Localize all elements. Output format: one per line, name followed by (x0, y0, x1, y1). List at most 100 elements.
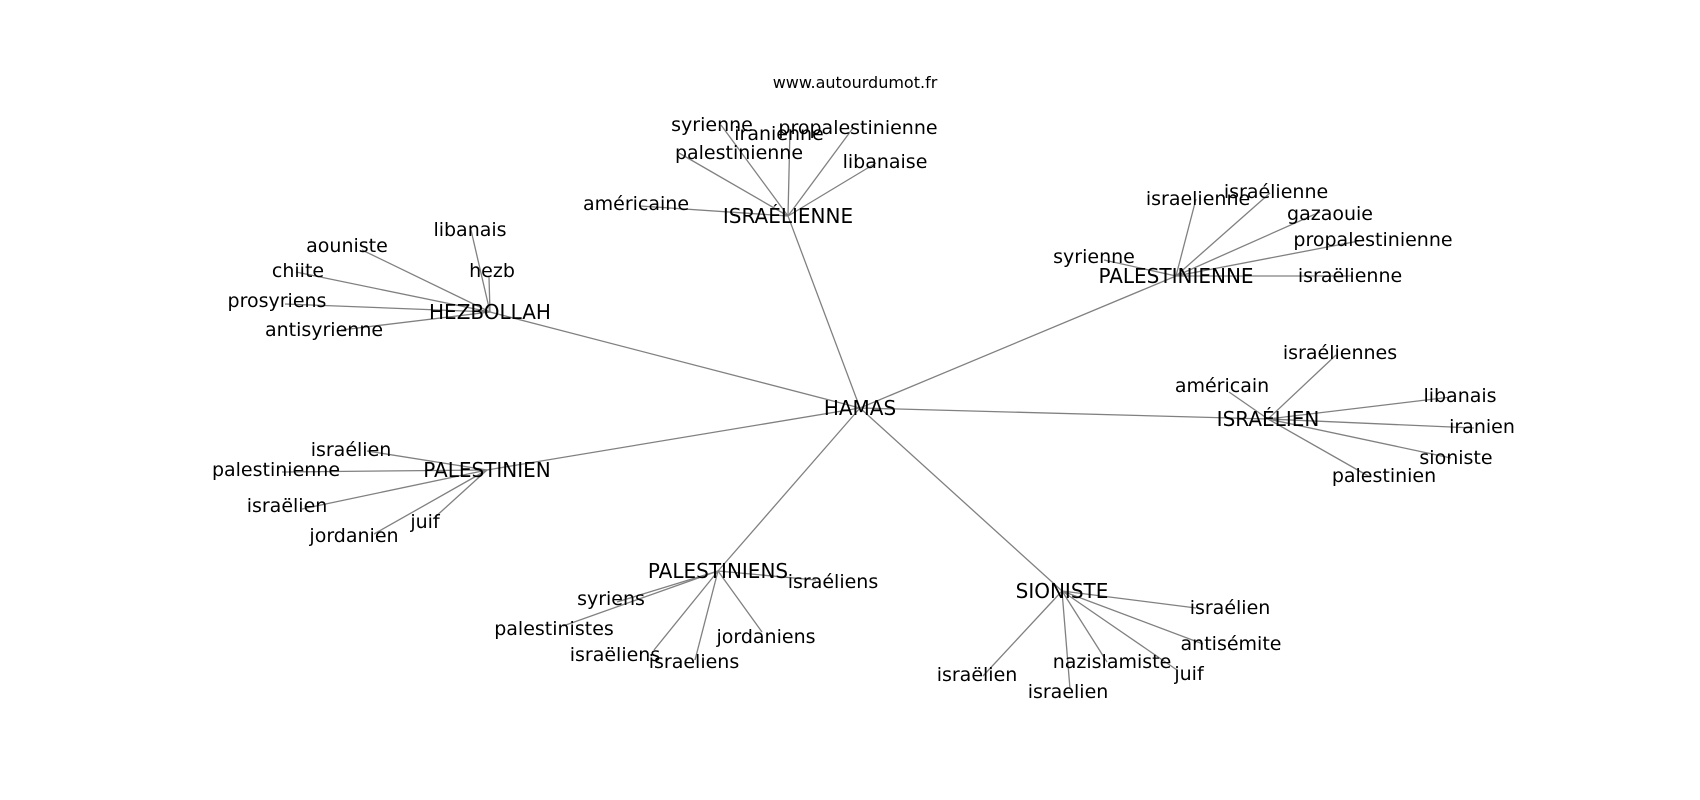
leaf-node-label: israëlienne (1298, 265, 1402, 287)
leaf-node-label: gazaouie (1287, 203, 1373, 225)
leaf-node-label: palestinienne (675, 142, 803, 164)
edge-center-sioniste (859, 407, 1063, 592)
leaf-node-label: propalestinienne (1293, 229, 1452, 251)
leaf-node-label: palestinienne (212, 459, 340, 481)
edge-israelien-libanais (1267, 396, 1452, 420)
edge-palestiniens-palestinistes (562, 570, 719, 627)
edge-center-palestinien (486, 407, 861, 471)
leaf-node-label: sioniste (1419, 447, 1492, 469)
edge-hezbollah-libanais (470, 229, 491, 313)
edge-sioniste-israelien (1061, 590, 1197, 609)
leaf-node-label: israélien (311, 439, 392, 461)
edge-israelienne-iranienne (787, 128, 791, 217)
leaf-node-label: chiite (272, 260, 324, 282)
edge-palestiniens-israeliens (653, 570, 719, 651)
edge-palestinien-israelien (366, 450, 488, 471)
center-node-label: HAMAS (824, 396, 896, 420)
edge-palestinienne-gazaouie (1175, 211, 1321, 277)
hub-node-label-palestiniens: PALESTINIENS (648, 559, 788, 583)
edge-palestiniens-syriens (616, 570, 719, 603)
edge-israelien-palestinien (1267, 418, 1371, 478)
leaf-node-label: syriens (577, 588, 645, 610)
leaf-node-label: syrienne (1053, 246, 1135, 268)
leaf-node-label: israëlien (937, 664, 1018, 686)
hub-node-label-hezbollah: HEZBOLLAH (429, 300, 551, 324)
leaf-node-label: iranien (1449, 416, 1515, 438)
edge-israelienne-syrienne (720, 124, 789, 217)
edge-center-palestinienne (859, 275, 1177, 409)
leaf-node-label: israelien (1028, 681, 1109, 703)
leaf-node-label: libanais (1423, 385, 1496, 407)
graph-edges (281, 124, 1475, 690)
graph-labels: www.autourdumot.fr HAMASsyrienneiranienn… (212, 73, 1515, 703)
leaf-node-label: prosyriens (228, 290, 327, 312)
leaf-node-label: libanaise (843, 151, 928, 173)
leaf-node-label: américain (1175, 375, 1269, 397)
leaf-node-label: israélien (1190, 597, 1271, 619)
leaf-node-label: libanais (433, 219, 506, 241)
edge-israelienne-americaine (639, 205, 789, 217)
edge-center-palestiniens (717, 407, 861, 572)
leaf-node-label: palestinistes (494, 618, 614, 640)
leaf-node-label: israeliens (649, 651, 740, 673)
edge-israelienne-libanaise (787, 162, 877, 217)
edge-israelien-iranien (1267, 418, 1475, 429)
edge-palestinien-palestinienne (281, 469, 488, 473)
leaf-node-label: israëlien (247, 495, 328, 517)
leaf-node-label: israéliens (788, 571, 879, 593)
edge-hezbollah-aouniste (361, 249, 491, 313)
edge-israelien-sioniste (1267, 418, 1452, 459)
edge-palestinienne-propalestinienne (1175, 239, 1365, 277)
edge-center-israelien (859, 407, 1269, 420)
edge-center-israelienne (787, 215, 861, 409)
leaf-node-label: hezb (469, 260, 515, 282)
edge-hezbollah-prosyriens (284, 303, 491, 313)
leaf-node-label: jordanien (308, 525, 398, 547)
edge-israelienne-palestinienne (678, 152, 789, 217)
edge-hezbollah-antisyrienne (340, 311, 491, 331)
edge-israelien-americain (1228, 391, 1269, 420)
leaf-node-label: palestinien (1332, 465, 1436, 487)
hub-node-label-palestinien: PALESTINIEN (423, 458, 551, 482)
edge-hezbollah-chiite (295, 271, 491, 313)
leaf-node-label: juif (409, 511, 441, 533)
edge-palestinien-juif (432, 469, 488, 520)
edge-sioniste-nazislamiste (1061, 590, 1108, 663)
leaf-node-label: antisyrienne (265, 319, 383, 341)
leaf-node-label: jordaniens (715, 626, 815, 648)
leaf-node-label: américaine (583, 193, 689, 215)
hub-node-label-israelien: ISRAÉLIEN (1217, 407, 1320, 431)
leaf-node-label: antisémite (1181, 633, 1282, 655)
edge-hezbollah-hezb (488, 276, 491, 313)
edge-center-hezbollah (489, 311, 861, 409)
edge-palestinienne-syrienne (1103, 259, 1177, 277)
edge-palestinien-jordanien (373, 469, 488, 535)
leaf-node-label: israéliennes (1283, 342, 1397, 364)
edge-palestinien-israelien (301, 469, 488, 510)
leaf-node-label: israélienne (1224, 181, 1328, 203)
edge-palestinienne-israelienne (1175, 198, 1197, 277)
edge-sioniste-israelien (1061, 590, 1071, 690)
leaf-node-label: iranienne (734, 123, 824, 145)
hub-node-label-israelienne: ISRAÉLIENNE (723, 204, 853, 228)
leaf-node-label: israëliens (570, 644, 661, 666)
edge-sioniste-israelien (982, 590, 1063, 677)
leaf-node-label: propalestinienne (778, 117, 937, 139)
site-watermark: www.autourdumot.fr (773, 73, 938, 92)
edge-sioniste-antisemite (1061, 590, 1204, 645)
leaf-node-label: israelienne (1146, 188, 1250, 210)
leaf-node-label: aouniste (306, 235, 388, 257)
edge-israelienne-propalestinienne (787, 127, 854, 217)
leaf-node-label: syrienne (671, 114, 753, 136)
edge-israelien-israeliennes (1267, 354, 1337, 420)
edge-palestinienne-israelienne (1175, 192, 1271, 277)
edge-palestiniens-jordaniens (717, 570, 763, 633)
leaf-node-label: nazislamiste (1053, 651, 1172, 673)
edge-palestiniens-israeliens (694, 570, 719, 661)
leaf-node-label: juif (1173, 663, 1205, 685)
edge-sioniste-juif (1061, 590, 1178, 671)
edge-palestiniens-israeliens (717, 570, 817, 581)
hub-node-label-sioniste: SIONISTE (1016, 579, 1109, 603)
hub-node-label-palestinienne: PALESTINIENNE (1098, 264, 1253, 288)
